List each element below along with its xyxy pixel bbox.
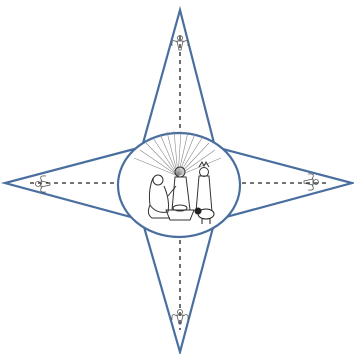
ellipse-frame bbox=[118, 133, 240, 237]
